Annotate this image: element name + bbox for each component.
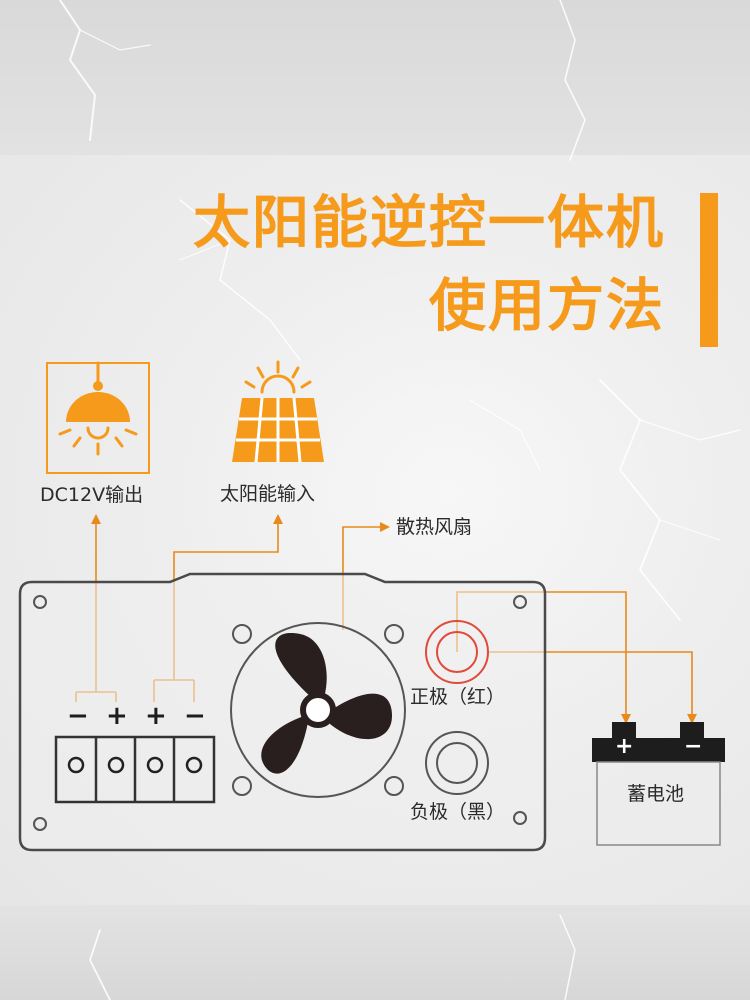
terminal-block	[54, 735, 216, 804]
battery-minus-sign: −	[684, 734, 703, 759]
cooling-fan-label: 散热风扇	[396, 516, 473, 538]
negative-label: 负极（黑）	[410, 801, 506, 823]
terminal-sign-3: +	[145, 701, 167, 731]
title-line-1: 太阳能逆控一体机	[193, 190, 665, 256]
solar-panel-icon	[232, 360, 324, 463]
lamp-icon	[46, 361, 150, 474]
top-background-band	[0, 0, 750, 155]
fan-icon	[230, 622, 406, 798]
battery-plus-sign: +	[615, 734, 634, 759]
battery-label: 蓄电池	[627, 783, 685, 805]
solar-input-label: 太阳能输入	[220, 483, 316, 505]
terminal-sign-4: −	[184, 701, 206, 731]
terminal-sign-2: +	[106, 701, 128, 731]
positive-label: 正极（红）	[410, 686, 506, 708]
battery-icon	[592, 722, 725, 846]
dc-output-label: DC12V输出	[40, 484, 144, 506]
negative-terminal	[425, 731, 489, 795]
title-accent-bar	[700, 193, 718, 347]
positive-terminal	[425, 620, 489, 684]
inverter-body	[18, 572, 547, 852]
terminal-sign-1: −	[67, 701, 89, 731]
bottom-background-band	[0, 905, 750, 1000]
title-line-2: 使用方法	[429, 273, 665, 339]
